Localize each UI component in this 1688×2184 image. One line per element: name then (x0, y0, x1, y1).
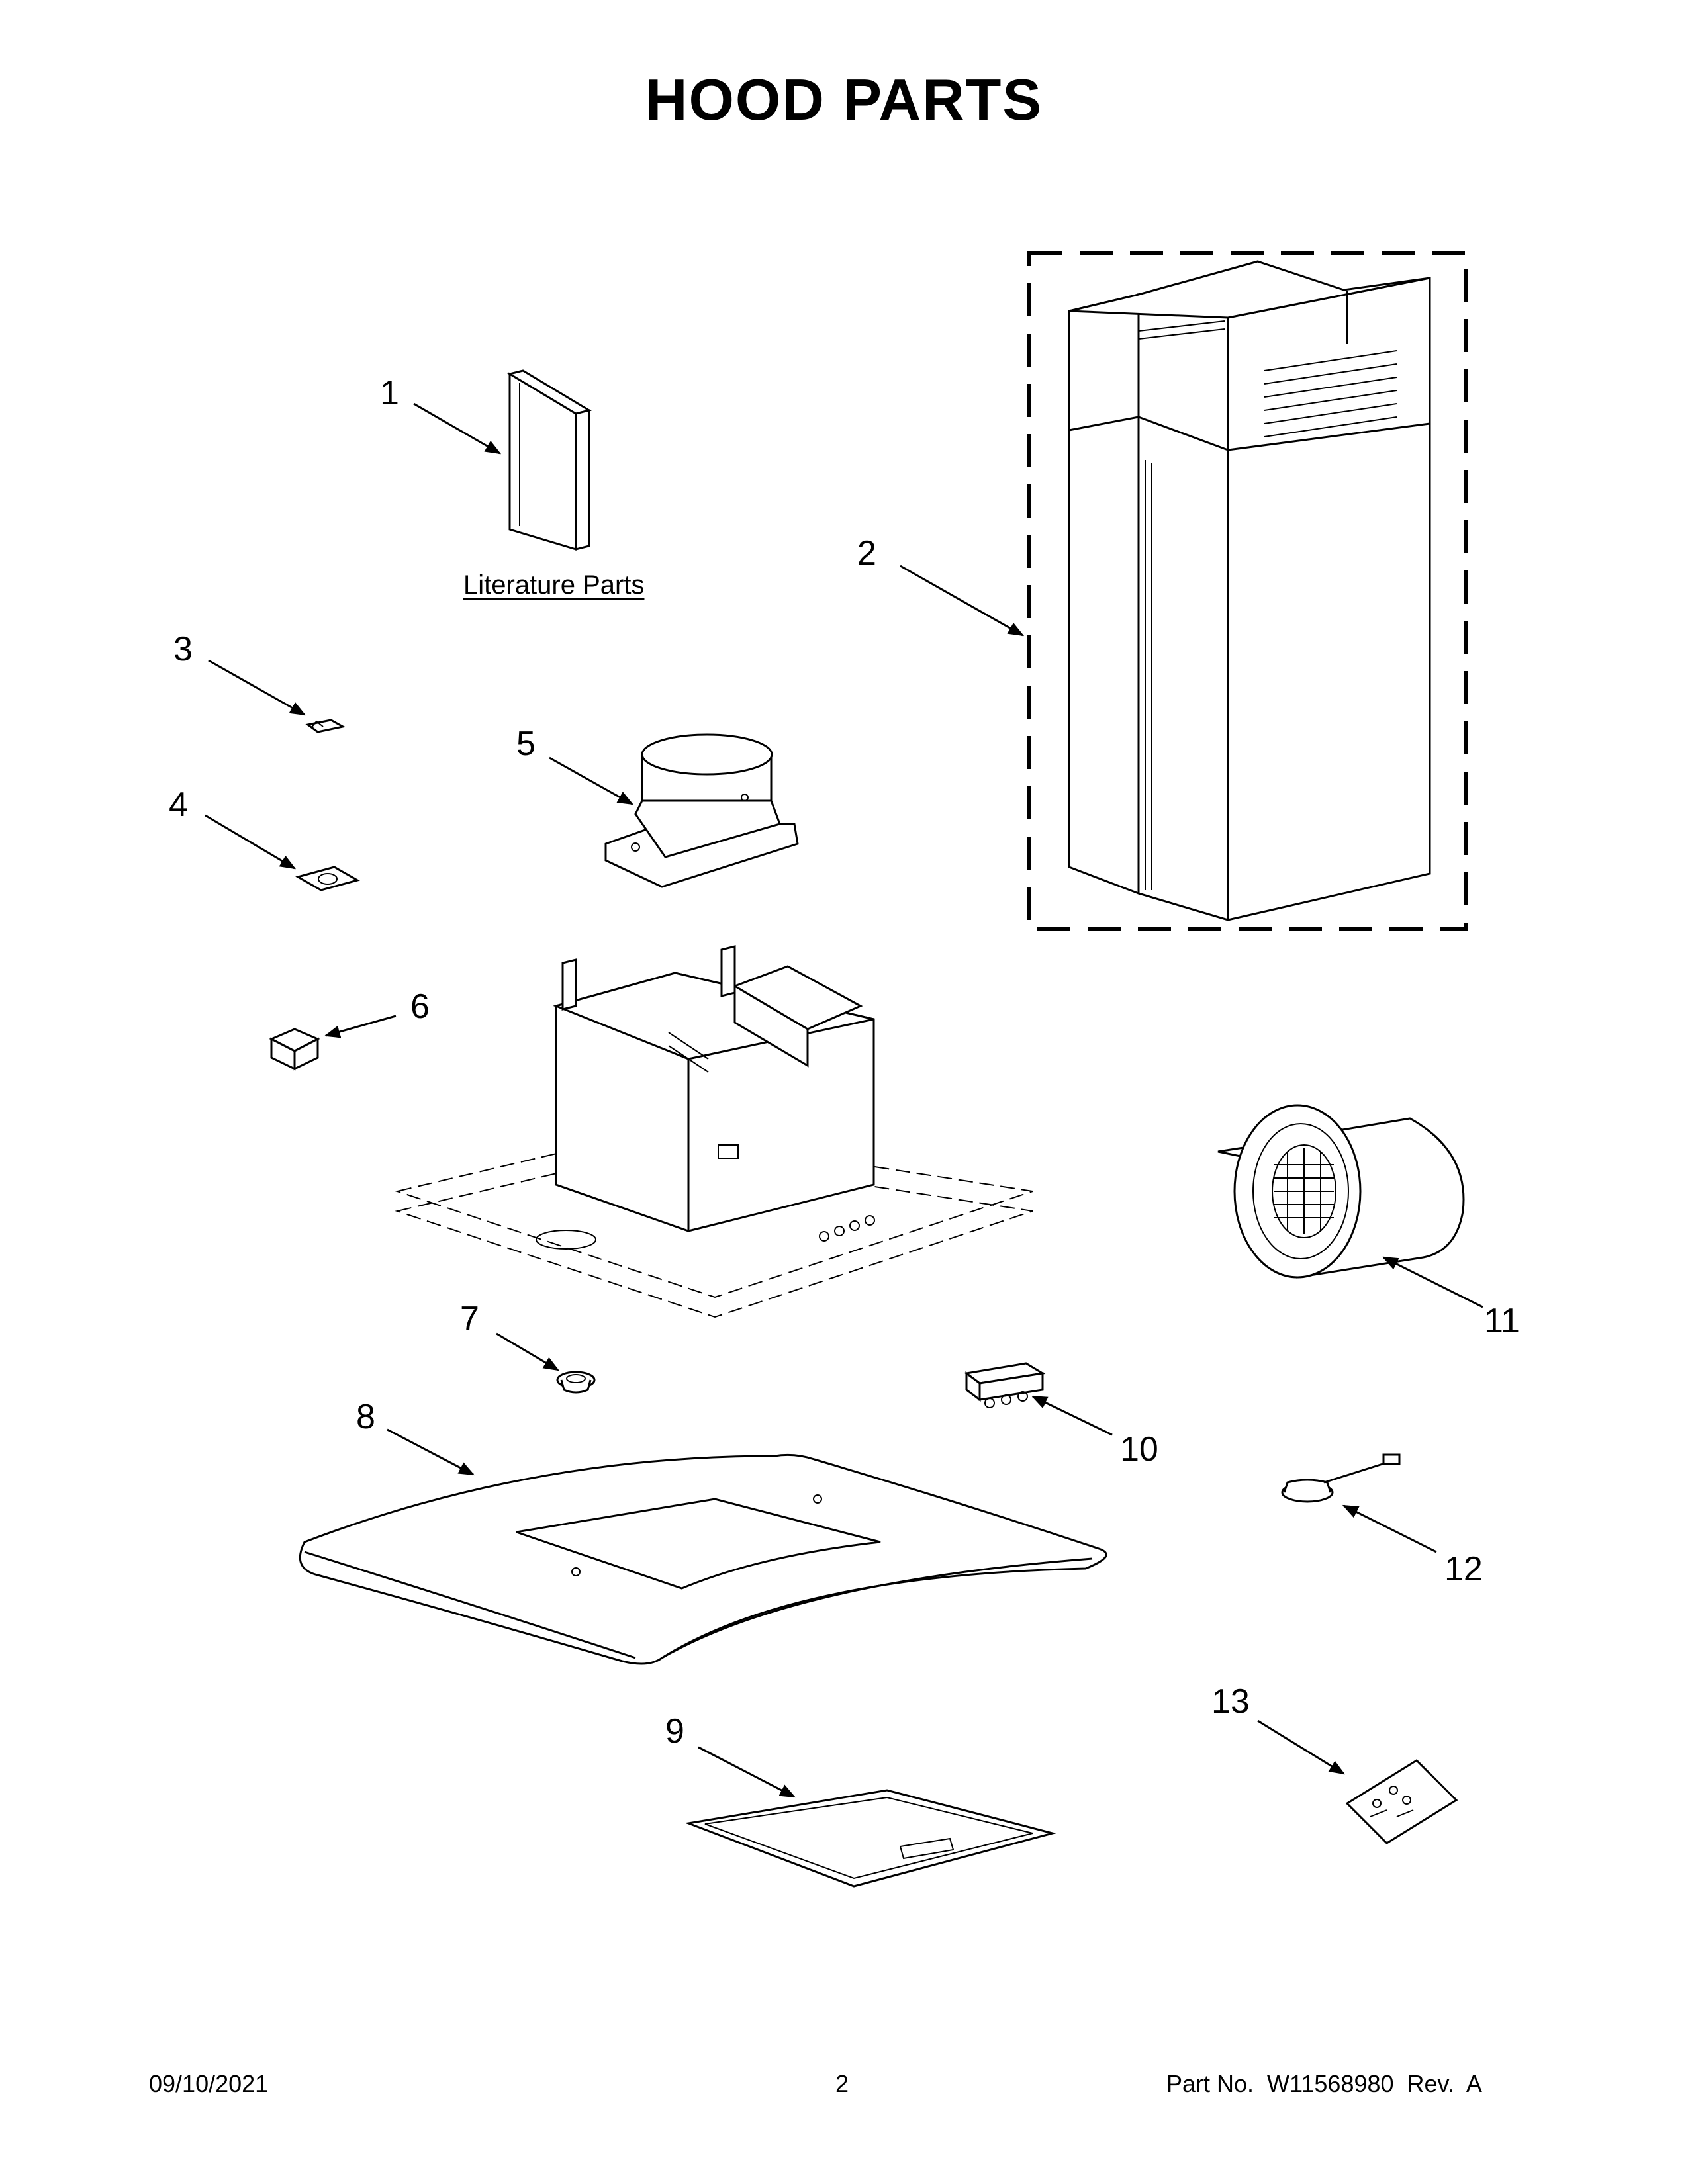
footer-page-number: 2 (835, 2070, 849, 2097)
literature-booklet (507, 369, 592, 551)
callout-10: 10 (1120, 1430, 1158, 1469)
footer-date: 09/10/2021 (149, 2070, 269, 2097)
callout-5: 5 (516, 725, 536, 763)
junction-box (269, 1028, 320, 1071)
callout-7: 7 (460, 1300, 479, 1338)
footer-part-info: Part No. W11568980 Rev. A (1166, 2070, 1482, 2097)
grease-filter (684, 1789, 1056, 1888)
callout-8: 8 (356, 1398, 375, 1436)
duct-adapter (604, 733, 799, 888)
light-bulb (556, 1371, 596, 1394)
lamp-socket (1281, 1453, 1401, 1503)
callout-13: 13 (1211, 1682, 1250, 1721)
callout-1: 1 (380, 374, 399, 412)
control-switch (964, 1362, 1046, 1408)
callout-11: 11 (1484, 1302, 1520, 1340)
callout-2: 2 (857, 534, 876, 572)
callout-6: 6 (410, 987, 430, 1026)
chimney-assembly (1027, 251, 1468, 931)
callout-12: 12 (1444, 1550, 1483, 1588)
callout-4: 4 (169, 786, 188, 824)
blower-motor (1217, 1104, 1465, 1279)
literature-parts-label: Literature Parts (463, 570, 645, 600)
mounting-clip (305, 719, 346, 733)
callout-9: 9 (665, 1712, 684, 1751)
callout-3: 3 (173, 630, 193, 668)
mounting-bracket (295, 866, 360, 891)
leader-arrows (205, 402, 1483, 1798)
hood-body (395, 945, 1033, 1318)
page-title: HOOD PARTS (645, 67, 1043, 132)
hardware-bag (1345, 1759, 1458, 1844)
glass-canopy (299, 1453, 1107, 1665)
